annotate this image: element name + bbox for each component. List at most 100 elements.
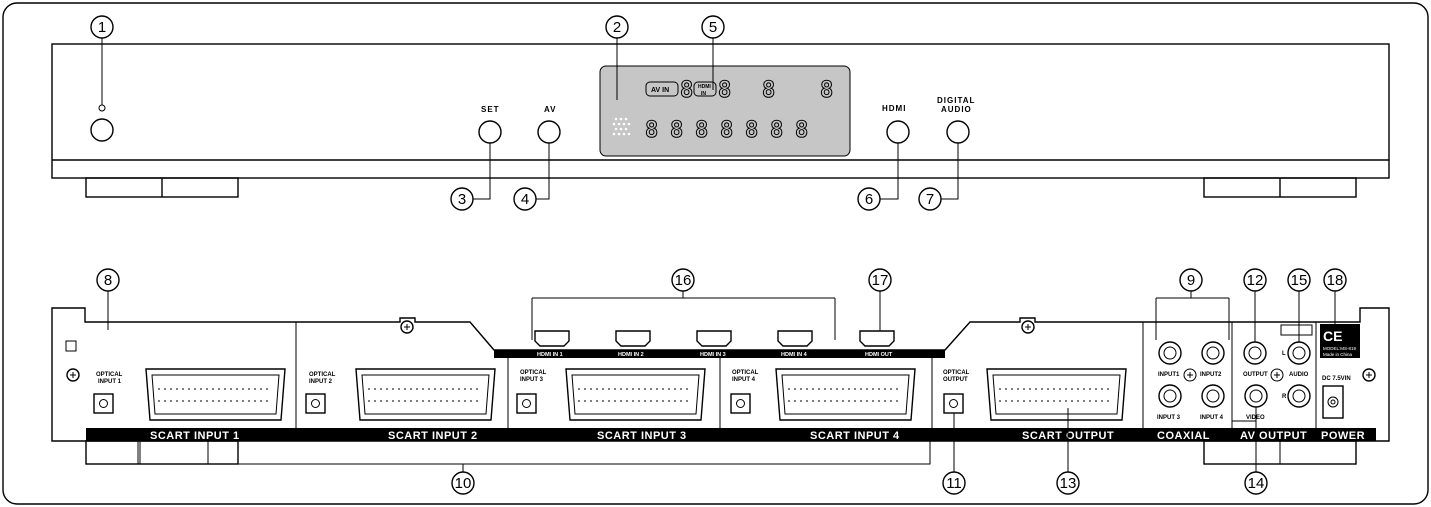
optical-label: OPTICAL xyxy=(943,370,970,376)
optical-label: INPUT 1 xyxy=(98,379,122,385)
optical-port-icon xyxy=(730,393,751,414)
dc-jack-icon xyxy=(1322,385,1344,419)
callout-11: 11 xyxy=(942,471,966,495)
optical-port-icon xyxy=(516,393,537,414)
av-audio-label: AUDIO xyxy=(1289,372,1309,378)
made-in-text: Made in China xyxy=(1323,352,1353,357)
rca-jack-icon xyxy=(1158,384,1182,408)
set-button-label: SET xyxy=(481,105,500,114)
ce-label-plate xyxy=(1320,324,1360,358)
model-text: MODEL:MS-819 xyxy=(1323,346,1357,351)
callout-number: 6 xyxy=(865,191,873,208)
label-scart-input-2: SCART INPUT 2 xyxy=(388,430,478,442)
scart-connector-icon xyxy=(565,368,706,421)
screw-icon xyxy=(1021,320,1035,334)
optical-label: OPTICAL xyxy=(309,372,336,378)
hdmi-port-icon xyxy=(615,330,651,347)
rear-callout-leaders xyxy=(107,291,1336,473)
scart-connector-icon xyxy=(355,368,496,421)
scart-input-4 xyxy=(775,368,916,421)
callout-number: 8 xyxy=(104,272,112,289)
screw-icon xyxy=(1183,368,1197,382)
callout-6: 6 xyxy=(857,187,881,211)
front-callout-leaders xyxy=(101,38,959,200)
hdmi-out-label: HDMI OUT xyxy=(865,352,893,358)
front-panel: SET AV AV IN 8 HDMI IN 8 8 8 8 8 8 8 8 8… xyxy=(51,43,1390,198)
coax-output-label: OUTPUT xyxy=(1243,372,1268,378)
hdmi-button-label: HDMI xyxy=(882,104,906,113)
label-coaxial: COAXIAL xyxy=(1157,430,1210,442)
callout-8: 8 xyxy=(96,268,120,292)
hdmi-ports: HDMI IN 1 HDMI IN 2 HDMI IN 3 HDMI IN 4 … xyxy=(534,330,895,358)
scart-input-3 xyxy=(565,368,706,421)
rca-jack-icon xyxy=(1201,341,1225,365)
front-panel-body xyxy=(51,43,1390,179)
scart-connector-icon xyxy=(145,368,286,421)
callout-4: 4 xyxy=(513,187,537,211)
rca-jack-icon xyxy=(1243,341,1267,365)
lcd-seg: 8 xyxy=(720,118,733,143)
label-power: POWER xyxy=(1321,430,1365,442)
optical-port-icon xyxy=(943,393,964,414)
callout-10: 10 xyxy=(451,471,475,495)
optical-label: OPTICAL xyxy=(96,372,123,378)
digital-audio-label-1: DIGITAL xyxy=(937,96,975,105)
power-section: CE MODEL:MS-819 Made in China DC 7.5VIN xyxy=(1320,324,1360,419)
optical-input-1: OPTICAL INPUT 1 xyxy=(93,372,123,414)
lcd-hdmi-text: HDMI xyxy=(698,84,711,90)
coax-input1-label: INPUT1 xyxy=(1158,372,1180,378)
callout-number: 1 xyxy=(98,19,106,36)
callout-number: 11 xyxy=(946,475,962,492)
screw-icon xyxy=(66,368,80,382)
callout-15: 15 xyxy=(1287,268,1311,292)
callout-number: 16 xyxy=(675,272,692,289)
optical-port-icon xyxy=(305,393,326,414)
lcd-seg: 8 xyxy=(795,118,808,143)
callout-5: 5 xyxy=(701,15,725,39)
ce-mark: CE xyxy=(1323,328,1342,344)
label-scart-input-3: SCART INPUT 3 xyxy=(597,430,687,442)
hdmi-in-4-label: HDMI IN 4 xyxy=(781,352,808,358)
callout-9: 9 xyxy=(1179,268,1203,292)
lcd-seg-small: 8 xyxy=(680,78,693,103)
callout-number: 9 xyxy=(1187,272,1195,289)
callout-13: 13 xyxy=(1056,471,1080,495)
callout-2: 2 xyxy=(605,15,629,39)
optical-output: OPTICAL OUTPUT xyxy=(943,370,970,414)
lcd-av-in-tag xyxy=(645,81,679,97)
callout-number: 5 xyxy=(709,19,717,36)
rca-jack-icon xyxy=(1244,384,1268,408)
coax-input2-label: INPUT2 xyxy=(1200,372,1222,378)
scart-output xyxy=(986,368,1127,421)
square-indicator xyxy=(65,340,77,352)
coaxial-ports: INPUT1 INPUT2 INPUT 3 INPUT 4 OUTPUT xyxy=(1157,341,1268,421)
lcd-main-segments: 8 8 8 8 8 8 8 xyxy=(645,118,809,144)
rca-jack-icon xyxy=(1287,384,1311,408)
av-button-label: AV xyxy=(544,105,557,114)
rear-panel-body xyxy=(51,307,1390,442)
lcd-seg: 8 xyxy=(745,118,758,143)
lcd-display xyxy=(599,65,851,157)
callout-number: 10 xyxy=(455,475,472,492)
hdmi-port-icon xyxy=(696,330,732,347)
callout-14: 14 xyxy=(1244,471,1268,495)
coax-input3-label: INPUT 3 xyxy=(1157,415,1181,421)
optical-label: INPUT 4 xyxy=(732,377,756,383)
callout-1: 1 xyxy=(90,15,114,39)
callout-number: 15 xyxy=(1291,272,1308,289)
hdmi-in-2-label: HDMI IN 2 xyxy=(618,352,644,358)
lcd-seg: 8 xyxy=(695,118,708,143)
screw-icon xyxy=(1270,368,1284,382)
rca-jack-icon xyxy=(1158,341,1182,365)
optical-label: INPUT 2 xyxy=(309,379,333,385)
screw-icon xyxy=(1362,368,1376,382)
optical-label: OPTICAL xyxy=(520,370,547,376)
callout-number: 4 xyxy=(521,191,529,208)
lcd-seg: 8 xyxy=(770,118,783,143)
digital-audio-label-2: AUDIO xyxy=(941,105,972,114)
dc-in-label: DC 7.5VIN xyxy=(1322,376,1351,382)
lcd-seg-small: 8 xyxy=(762,78,775,103)
callout-16: 16 xyxy=(671,268,695,292)
callout-number: 12 xyxy=(1247,272,1264,289)
